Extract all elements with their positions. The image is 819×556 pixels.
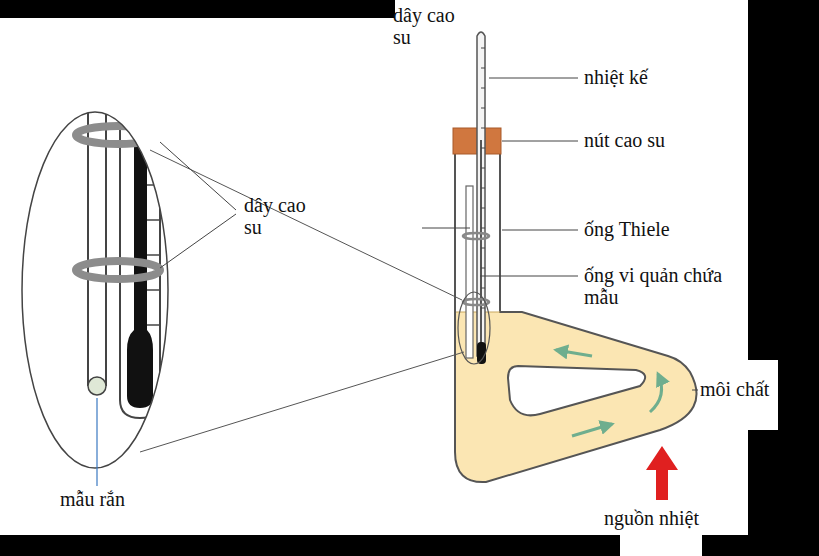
label-sample: mẫu rắn [60, 488, 160, 510]
capillary-tube [466, 186, 473, 358]
solid-sample [88, 377, 106, 395]
thermometer [477, 32, 485, 356]
rubber-band [463, 233, 489, 239]
leader [96, 398, 97, 486]
zoom-marker [458, 292, 490, 364]
label-liquid: môi chất [700, 378, 778, 400]
label-heat-source: nguồn nhiệt [604, 507, 724, 529]
label-stopper: nút cao su [584, 129, 714, 151]
flow-arrow [556, 350, 592, 356]
rubber-band [76, 126, 160, 144]
zoom-outline [22, 112, 168, 468]
label-thiele-tube: ống Thiele [584, 218, 714, 240]
ground [0, 18, 748, 535]
label-capillary: ống vi quản chứa mẫu [584, 264, 729, 308]
arm-loop [508, 366, 645, 415]
ground [620, 530, 702, 556]
flow-arrow [650, 374, 662, 412]
label-rubber-band: dây cao su [244, 194, 324, 238]
heat-arrow [646, 446, 678, 500]
rubber-band [76, 261, 160, 279]
flow-arrow [572, 424, 612, 436]
label-rubber-band: dây cao su [393, 4, 459, 48]
label-thermometer: nhiệt kế [584, 66, 694, 88]
zoom-view [20, 90, 170, 470]
